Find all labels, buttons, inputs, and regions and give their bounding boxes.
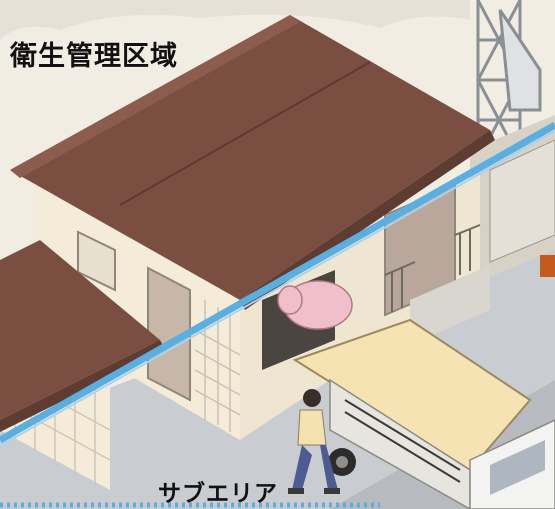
sub-area-label: サブエリア	[158, 481, 278, 507]
hygiene-area-label: 衛生管理区域	[10, 41, 178, 72]
boundary-line	[0, 121, 555, 444]
worker	[288, 389, 340, 494]
truck	[292, 318, 555, 509]
